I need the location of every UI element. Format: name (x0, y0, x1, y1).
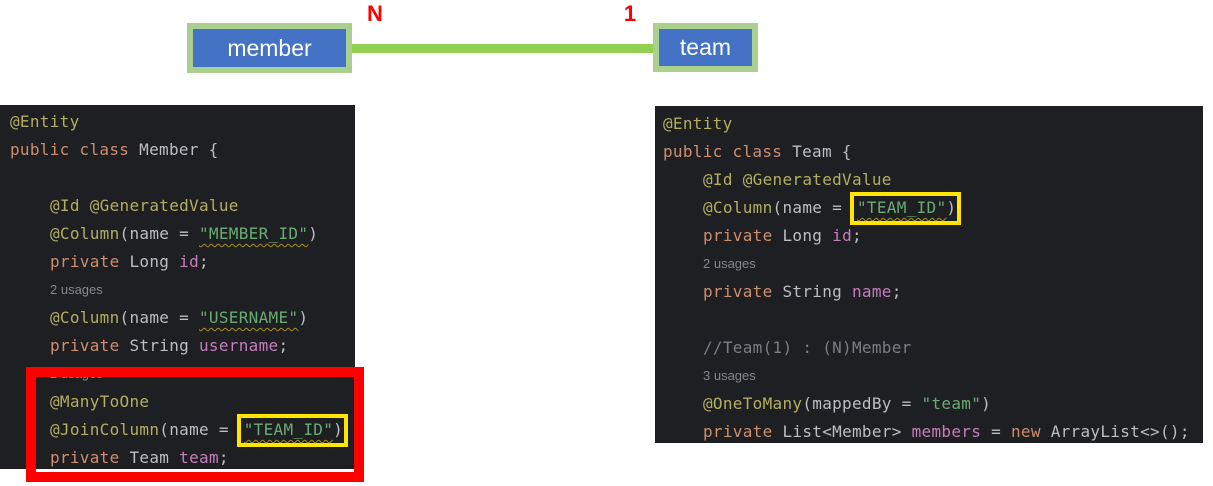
cardinality-one-label: 1 (623, 1, 637, 26)
code-token-annotation: @Id @GeneratedValue (703, 170, 892, 189)
code-token-string: "USERNAME" (199, 308, 299, 327)
code-token-plain: ; (218, 448, 229, 467)
team-entity-label: team (679, 34, 732, 60)
code-token-field: name (852, 282, 892, 301)
code-token-keyword: private (703, 282, 783, 301)
code-token-annotation: @Column (50, 224, 120, 243)
code-line: @Entity (663, 110, 1203, 138)
code-line: public class Member { (10, 136, 355, 164)
code-token-plain: ) (946, 198, 957, 217)
code-token-plain: (name = (119, 308, 199, 327)
code-line: private Long id; (10, 248, 355, 276)
yellow-highlight-box: "TEAM_ID") (850, 192, 962, 225)
code-token-field: id (179, 252, 200, 271)
code-token-comment: //Team(1) : (N)Member (703, 338, 912, 357)
code-line: @Column(name = "TEAM_ID") (663, 192, 1203, 225)
code-token-plain: ) (333, 420, 344, 439)
code-token-plain: ; (278, 336, 289, 355)
code-token-plain: Long (129, 252, 180, 271)
team-entity-box: team (653, 23, 758, 72)
code-token-string: "MEMBER_ID" (199, 224, 309, 243)
code-token-annotation: @ManyToOne (50, 392, 150, 411)
code-token-field: id (832, 226, 853, 245)
code-token-string: "TEAM_ID" (243, 420, 334, 439)
usages-inlay-hint: 2 usages (50, 366, 103, 381)
usages-inlay-hint: 2 usages (50, 282, 103, 297)
code-line: @OneToMany(mappedBy = "team") (663, 390, 1203, 418)
usages-inlay-hint: 2 usages (703, 256, 756, 271)
code-token-plain: = (981, 422, 1011, 441)
code-token-field: members (911, 422, 982, 441)
code-token-annotation: @Entity (10, 112, 80, 131)
code-token-annotation: @JoinColumn (50, 420, 160, 439)
code-token-plain: String (129, 336, 199, 355)
code-token-plain: String (782, 282, 852, 301)
code-line: //Team(1) : (N)Member (663, 334, 1203, 362)
code-line: private List<Member> members = new Array… (663, 418, 1203, 446)
code-line: @Entity (10, 108, 355, 136)
code-line: @Id @GeneratedValue (10, 192, 355, 220)
code-token-field: username (199, 336, 279, 355)
code-token-annotation: @Entity (663, 114, 733, 133)
code-token-plain: ) (298, 308, 309, 327)
code-token-annotation: @OneToMany (703, 394, 803, 413)
code-token-string: "TEAM_ID" (857, 198, 947, 217)
usages-inlay-hint: 3 usages (703, 368, 756, 383)
code-token-plain: ArrayList<>(); (1050, 422, 1190, 441)
code-token-plain: ) (981, 394, 992, 413)
yellow-highlight-box: "TEAM_ID") (236, 414, 349, 447)
code-token-keyword: new (1010, 422, 1051, 441)
code-token-plain: ; (199, 252, 209, 271)
code-token-plain: Member { (139, 140, 219, 159)
code-token-keyword: private (50, 448, 130, 467)
code-token-keyword: public class (10, 140, 140, 159)
code-token-keyword: public class (663, 142, 793, 161)
code-token-keyword: private (703, 226, 783, 245)
code-line: private Long id; (663, 222, 1203, 250)
code-line: @Id @GeneratedValue (663, 166, 1203, 194)
code-line (663, 306, 1203, 334)
code-line: private String name; (663, 278, 1203, 306)
code-line: private String username; (10, 332, 355, 360)
code-token-plain: Team (129, 448, 180, 467)
code-token-plain: List<Member> (782, 422, 912, 441)
code-token-string: "team" (921, 394, 982, 413)
code-line: @ManyToOne (10, 388, 355, 416)
code-line: public class Team { (663, 138, 1203, 166)
relation-line (351, 44, 654, 53)
code-token-annotation: @Column (703, 198, 773, 217)
code-token-plain: ) (308, 224, 319, 243)
code-line: @JoinColumn(name = "TEAM_ID") (10, 414, 355, 447)
code-token-plain: Team { (792, 142, 852, 161)
code-token-plain: ; (891, 282, 902, 301)
code-line: private Team team; (10, 444, 355, 472)
code-token-plain: Long (782, 226, 833, 245)
team-code-panel[interactable]: @Entity public class Team { @Id @Generated… (655, 106, 1203, 443)
code-line (10, 164, 355, 192)
code-token-annotation: @Column (50, 308, 120, 327)
code-line: @Column(name = "USERNAME") (10, 304, 355, 332)
code-line: @Column(name = "MEMBER_ID") (10, 220, 355, 248)
code-token-keyword: private (50, 252, 130, 271)
member-code-panel[interactable]: @Entity public class Member { @Id @Generat… (0, 105, 355, 469)
cardinality-n-label: N (367, 1, 383, 26)
code-token-plain: (name = (772, 198, 852, 217)
code-token-field: team (179, 448, 219, 467)
code-token-plain: (name = (159, 420, 239, 439)
member-entity-label: member (227, 34, 312, 61)
code-token-keyword: private (703, 422, 783, 441)
code-token-annotation: @Id @GeneratedValue (50, 196, 239, 215)
code-token-plain: (mappedBy = (802, 394, 922, 413)
code-token-plain: ; (852, 226, 862, 245)
code-token-keyword: private (50, 336, 130, 355)
member-entity-box: member (187, 23, 352, 73)
code-token-plain: (name = (119, 224, 199, 243)
